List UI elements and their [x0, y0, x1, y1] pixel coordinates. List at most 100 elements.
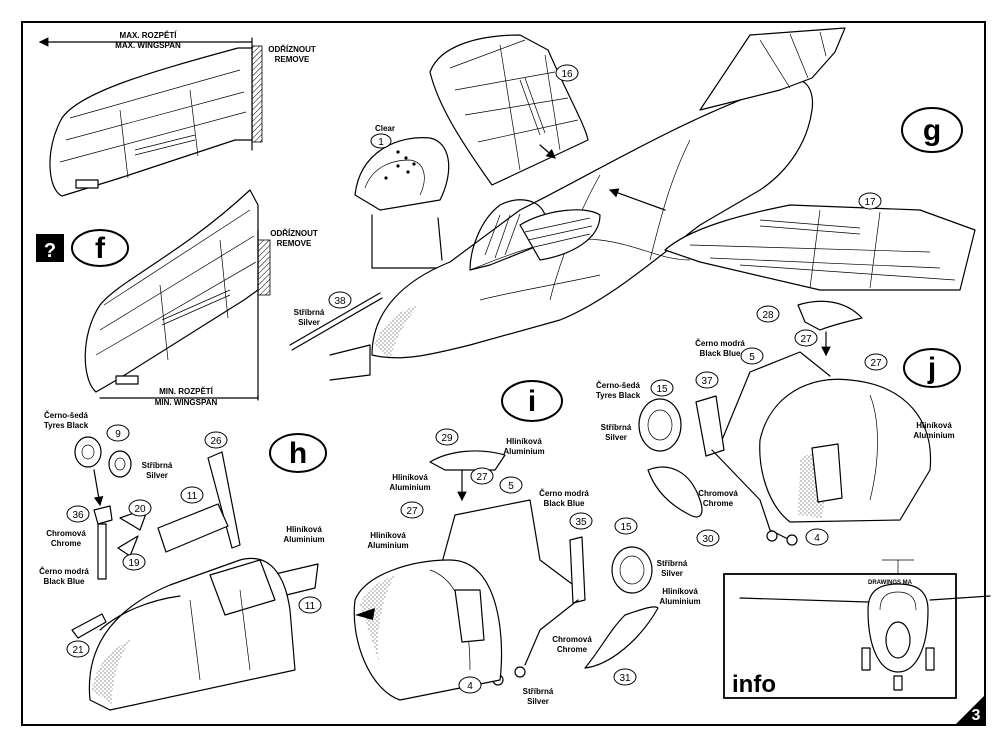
chrome-en-h: Chrome: [51, 539, 82, 548]
blackblue-en-h: Black Blue: [44, 577, 85, 586]
part-number: 26: [210, 436, 222, 447]
part-number: 30: [702, 534, 714, 545]
part-38: 38: [328, 291, 352, 309]
step-j-circle: [903, 348, 961, 388]
blackblue-en-j: Black Blue: [700, 349, 741, 358]
part-27a: 27: [470, 467, 494, 485]
part-number: 37: [701, 376, 713, 387]
part-5i: 5: [499, 476, 523, 494]
part-number: 9: [115, 429, 121, 440]
step-f-letter: f: [95, 232, 106, 265]
alu-en-29: Aluminium: [503, 447, 544, 456]
part-15i: 15: [614, 517, 638, 535]
step-g-letter: g: [923, 114, 941, 147]
part-number: 27: [800, 334, 812, 345]
part-9: 9: [106, 424, 130, 442]
blackblue-cz-h: Černo modrá: [39, 567, 89, 576]
step-f-wings: [36, 37, 271, 401]
part-number: 5: [508, 481, 514, 492]
labels-layer: MAX. ROZPĚTÍ MAX. WINGSPAN ODŘÍZNOUT REM…: [39, 31, 980, 724]
cut-en-1: REMOVE: [275, 55, 310, 64]
part-number: 11: [187, 491, 198, 502]
part-number: 27: [870, 358, 882, 369]
silver-en-i15: Silver: [661, 569, 683, 578]
step-i-letter: i: [528, 385, 536, 418]
min-span-cz: MIN. ROZPĚTÍ: [159, 387, 214, 396]
page-frame: [21, 21, 986, 726]
blackblue-en-i: Black Blue: [544, 499, 585, 508]
alu-en-h: Aluminium: [283, 535, 324, 544]
alu-en-j: Aluminium: [913, 431, 954, 440]
part-number: 20: [134, 504, 146, 515]
step-i-circle: [501, 380, 563, 422]
part-number: 21: [72, 645, 84, 656]
chrome-en-j: Chrome: [703, 499, 734, 508]
part-number: 29: [441, 433, 453, 444]
alu-en-i2: Aluminium: [367, 541, 408, 550]
part-17: 17: [858, 192, 882, 210]
part-numbers: 1 16 17 38 9 26 11 20 36 19 11 21 29 27 …: [66, 64, 888, 694]
max-span-cz: MAX. ROZPĚTÍ: [120, 31, 178, 40]
max-span-en: MAX. WINGSPAN: [115, 41, 181, 50]
silver-en-38: Silver: [298, 318, 320, 327]
part-28: 28: [756, 305, 780, 323]
part-15j: 15: [650, 379, 674, 397]
part-4j: 4: [805, 528, 829, 546]
part-number: 5: [749, 352, 755, 363]
cut-en-2: REMOVE: [277, 239, 312, 248]
part-21: 21: [66, 640, 90, 658]
part-number: 19: [128, 558, 140, 569]
part-number: 4: [467, 681, 473, 692]
part-27d: 27: [864, 353, 888, 371]
part-29: 29: [435, 428, 459, 446]
alu-en-i31: Aluminium: [659, 597, 700, 606]
silver-cz-i4: Stříbrná: [523, 687, 554, 696]
part-number: 27: [476, 472, 488, 483]
step-g-fuselage: [289, 27, 976, 381]
part-number: 27: [406, 506, 418, 517]
part-35: 35: [569, 512, 593, 530]
silver-en-i4: Silver: [527, 697, 549, 706]
part-19: 19: [122, 553, 146, 571]
silver-cz-10: Stříbrná: [142, 461, 173, 470]
part-26: 26: [204, 431, 228, 449]
part-1: 1: [370, 133, 392, 149]
part-number: 35: [575, 517, 587, 528]
part-number: 31: [619, 673, 631, 684]
alu-cz-i31: Hliníková: [662, 587, 698, 596]
blackblue-cz-i: Černo modrá: [539, 489, 589, 498]
info-label: info: [732, 671, 776, 698]
part-number: 4: [814, 533, 820, 544]
chrome-cz-h: Chromová: [46, 529, 86, 538]
part-number: 15: [656, 384, 668, 395]
tyres-en-h: Tyres Black: [44, 421, 89, 430]
part-27b: 27: [400, 501, 424, 519]
step-f-circle: [71, 229, 129, 267]
alu-cz-h: Hliníková: [286, 525, 322, 534]
page-number: 3: [972, 707, 981, 724]
silver-en-10: Silver: [146, 471, 168, 480]
part-number: 16: [561, 69, 573, 80]
chrome-en-i: Chrome: [557, 645, 588, 654]
step-g-circle: [901, 107, 963, 153]
silver-en-j: Silver: [605, 433, 627, 442]
step-j-letter: j: [927, 352, 936, 385]
step-h-circle: [269, 433, 327, 473]
step-letters: f g h i j: [95, 114, 941, 470]
silver-cz-j: Stříbrná: [601, 423, 632, 432]
silver-cz-i15: Stříbrná: [657, 559, 688, 568]
part-number: 38: [334, 296, 346, 307]
part-31: 31: [613, 668, 637, 686]
silver-cz-38: Stříbrná: [294, 308, 325, 317]
clear-label: Clear: [375, 124, 395, 133]
min-span-en: MIN. WINGSPAN: [155, 398, 218, 407]
blackblue-cz-j: Černo modrá: [695, 339, 745, 348]
question-mark: ?: [44, 240, 56, 262]
alu-cz-29: Hliníková: [506, 437, 542, 446]
step-i-main-gear: [353, 380, 659, 701]
part-5j: 5: [740, 347, 764, 365]
step-h-nose-gear: [71, 433, 327, 711]
part-4i: 4: [458, 676, 482, 694]
alu-en-i1: Aluminium: [389, 483, 430, 492]
part-number: 36: [72, 510, 84, 521]
